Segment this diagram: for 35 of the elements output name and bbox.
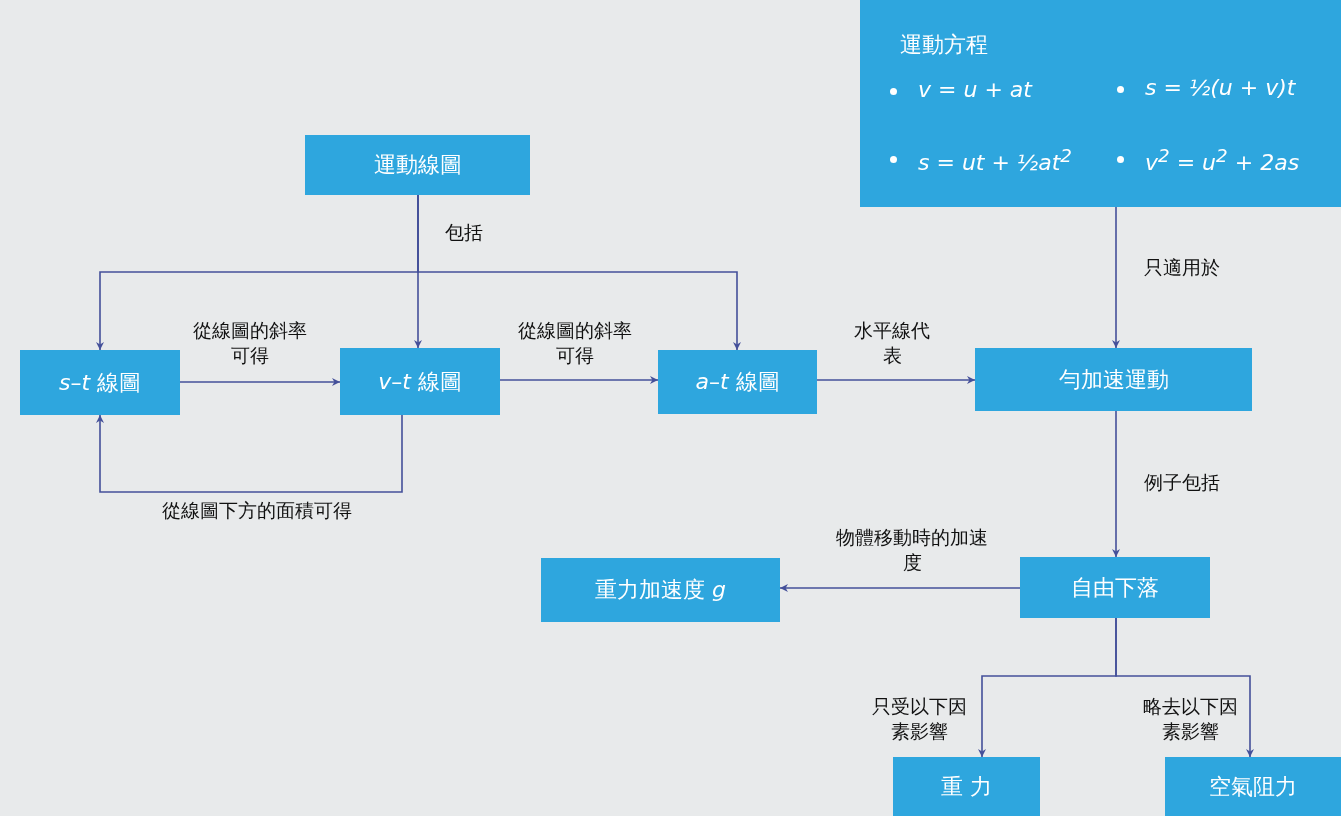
process-box — [541, 558, 780, 622]
box-label: 空氣阻力 — [1209, 772, 1297, 801]
equation: v$^{2}$ = u$^{2}$ + 2as — [1115, 145, 1300, 176]
box-label: s–t 線圖 — [58, 368, 142, 397]
process-box — [1020, 557, 1210, 618]
box-label: a–t 線圖 — [695, 368, 780, 396]
box-label: 勻加速運動 — [1058, 365, 1169, 394]
equation: s = ½(u + v)t — [1115, 75, 1296, 100]
arrow — [779, 584, 1021, 592]
process-box — [860, 0, 1341, 207]
edge-label: 從線圖的斜率可得 — [190, 318, 309, 368]
process-box — [1165, 757, 1341, 816]
process-box — [975, 348, 1252, 411]
arrow — [1115, 617, 1254, 758]
arrow — [417, 194, 741, 351]
box-label: 重 力 — [941, 772, 992, 801]
box-label: 運動線圖 — [373, 151, 462, 179]
process-box — [20, 350, 180, 415]
equation: s = ut + ½at$^{2}$ — [888, 145, 1072, 176]
process-box — [893, 757, 1040, 816]
process-box — [658, 350, 817, 414]
arrow — [179, 378, 341, 386]
box-heading: 運動方程 — [900, 31, 988, 59]
process-box — [305, 135, 530, 195]
box-label: v–t 線圖 — [378, 367, 462, 396]
box-label: 自由下落 — [1071, 573, 1159, 602]
arrow — [96, 414, 403, 493]
arrow — [816, 376, 976, 384]
equation: v = u + at — [888, 77, 1032, 102]
arrow — [499, 376, 659, 384]
edge-label: 從線圖的斜率可得 — [515, 318, 634, 368]
arrow — [1112, 206, 1120, 349]
box-label: 重力加速度 g — [595, 576, 726, 604]
arrow — [1112, 410, 1120, 558]
process-box — [340, 348, 500, 415]
